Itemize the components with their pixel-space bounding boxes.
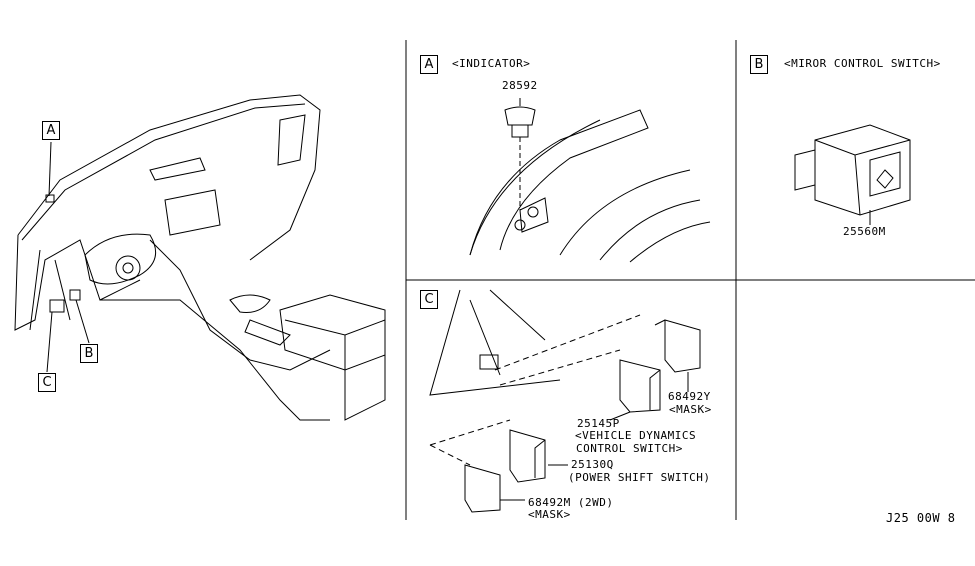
callout-c[interactable]: C (38, 373, 56, 392)
part-number-25560m[interactable]: 25560M (843, 225, 886, 238)
part-number-68492m[interactable]: 68492M (2WD) (528, 496, 614, 509)
part-desc-25145p-line1: <VEHICLE DYNAMICS (575, 429, 697, 442)
part-number-28592[interactable]: 28592 (502, 79, 538, 92)
switch-panel-illustration (429, 289, 701, 513)
indicator-illustration (469, 98, 711, 263)
panel-b-letter: B (750, 55, 768, 74)
part-desc-25130q: (POWER SHIFT SWITCH) (568, 471, 711, 484)
part-desc-25145p-line2: CONTROL SWITCH> (576, 442, 683, 455)
part-number-25130q[interactable]: 25130Q (571, 458, 614, 471)
dashboard-illustration (14, 94, 386, 421)
callout-b[interactable]: B (80, 344, 98, 363)
part-number-25145p[interactable]: 25145P (577, 417, 620, 430)
part-desc-68492y: <MASK> (669, 403, 712, 416)
panel-a-title: <INDICATOR> (452, 57, 531, 70)
panel-b-title: <MIROR CONTROL SWITCH> (784, 57, 941, 70)
panel-c-letter: C (420, 290, 438, 309)
part-number-68492y[interactable]: 68492Y (668, 390, 711, 403)
panel-a-letter: A (420, 55, 438, 74)
diagram-code: J25 00W 8 (886, 511, 956, 525)
part-desc-68492m: <MASK> (528, 508, 571, 521)
callout-a[interactable]: A (42, 121, 60, 140)
mirror-switch-illustration (794, 124, 911, 225)
